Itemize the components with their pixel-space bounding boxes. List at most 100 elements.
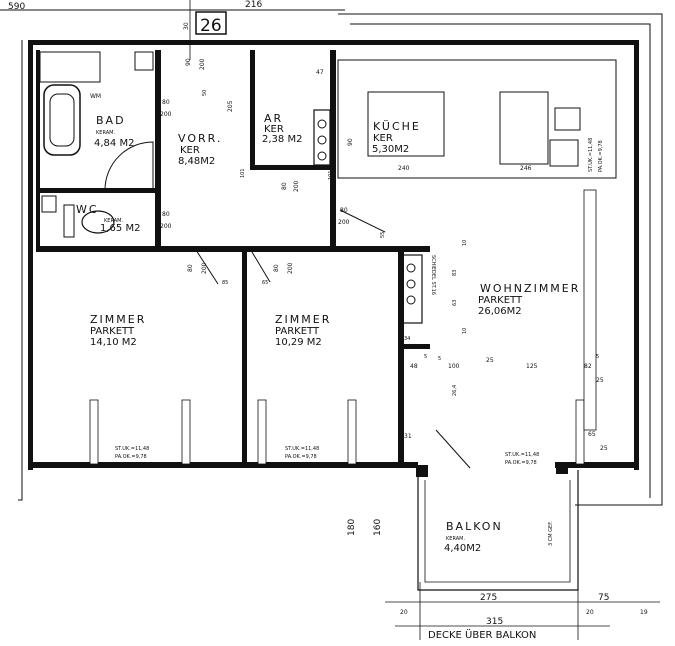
dim-90a: 90	[185, 58, 192, 66]
dim-160: 160	[373, 519, 383, 536]
dim-26-4: 26,4	[452, 385, 458, 396]
dim-101a: 101	[240, 168, 246, 178]
dim-590: 590	[8, 2, 25, 12]
outer-line-2	[350, 23, 651, 498]
dim-31: 31	[404, 433, 412, 440]
dim-85: 85	[222, 280, 228, 286]
dim-246: 246	[520, 165, 532, 172]
wall-bottom-right	[555, 462, 639, 468]
wall-zimmer-divider	[242, 252, 247, 462]
room-name-kueche: KÜCHE	[373, 120, 421, 133]
dim-200d: 200	[160, 223, 172, 230]
dim-125: 125	[526, 363, 538, 370]
pa-ok-note-4: PA.OK.=9,78	[598, 140, 604, 172]
schiedel-label: SCHIEDEL ST.16	[430, 255, 436, 295]
room-area-wohnzimmer: 26,06M2	[478, 306, 522, 317]
dim-80a: 80	[162, 99, 170, 106]
dim-65: 65	[262, 280, 268, 286]
room-name-zimmer1: ZIMMER	[90, 313, 146, 326]
door-zimmer2-swing	[251, 251, 271, 283]
window-zimmer1-left	[89, 399, 99, 465]
room-floor-kueche: KER	[373, 133, 393, 144]
balcony-post-right	[556, 462, 568, 474]
decke-label: DECKE ÜBER BALKON	[428, 628, 536, 641]
flue-2	[317, 135, 327, 145]
wall-ar-left	[250, 50, 255, 170]
dim-48: 48	[410, 363, 418, 370]
wall-bad-left	[36, 50, 40, 248]
wall-kitchen-left	[330, 50, 336, 250]
door-zimmer1-swing	[195, 249, 219, 285]
room-area-ar: 2,38 M2	[262, 134, 302, 145]
dim-100: 100	[448, 363, 460, 370]
window-zimmer1-right	[181, 399, 191, 465]
window-wohn-right	[583, 189, 597, 431]
wc-cistern	[63, 204, 75, 238]
wm-label: WM	[90, 93, 101, 100]
wall-bad-right	[155, 50, 161, 250]
dim-5a: 5	[424, 354, 427, 360]
wall-left	[28, 40, 33, 470]
dim-50: 50	[202, 90, 208, 96]
dim-80d: 80	[340, 207, 348, 214]
bad-washbasin	[134, 51, 154, 71]
kitchen-fridge	[499, 91, 549, 165]
dim-200a: 200	[199, 58, 206, 70]
room-area-bad: 4,84 M2	[94, 138, 134, 149]
balcony-inner	[424, 480, 571, 583]
wall-chimney-top	[400, 246, 430, 252]
room-area-zimmer1: 14,10 M2	[90, 337, 137, 348]
washing-machine-area	[39, 51, 101, 83]
dim-80f: 80	[273, 264, 280, 272]
dim-5c: 5	[596, 354, 599, 360]
flue-1	[317, 119, 327, 129]
dim-10b: 10	[462, 328, 468, 334]
wall-bad-wc	[36, 188, 158, 193]
dim-80c: 80	[162, 211, 170, 218]
room-floor-ar: KER	[264, 124, 284, 135]
dim-275: 275	[480, 593, 497, 603]
left-outer-line	[18, 40, 23, 501]
pa-ok-note-3: PA.OK.=9,78	[505, 460, 537, 466]
dim-30: 30	[183, 22, 190, 30]
room-floor-bad: KERAM.	[96, 130, 115, 136]
dim-200g: 200	[287, 262, 294, 274]
dim-180: 180	[347, 519, 357, 536]
flue-3	[317, 151, 327, 161]
wall-top	[28, 40, 638, 45]
schiedel-flue-2	[406, 279, 416, 289]
dim-200e: 200	[338, 219, 350, 226]
st-uk-note-3: ST.UK.=11,48	[505, 452, 539, 458]
kitchen-stove	[549, 139, 579, 167]
room-area-kueche: 5,30M2	[372, 144, 409, 155]
door-balkon-swing	[435, 429, 471, 469]
wall-bottom-left	[28, 462, 418, 468]
dim-20b: 20	[586, 609, 594, 616]
kitchen-table	[367, 91, 445, 157]
bathtub-inner	[49, 93, 75, 147]
pa-ok-note-2: PA.OK.=9,78	[285, 454, 317, 460]
dim-80b: 80	[281, 182, 288, 190]
dim-55: 55	[380, 232, 386, 238]
kitchen-counter	[337, 59, 617, 179]
room-floor-balkon: KERAM.	[446, 536, 465, 542]
dim-200f: 200	[201, 262, 208, 274]
dim-25c: 25	[600, 445, 608, 452]
dim-63: 63	[452, 300, 458, 306]
unit-number: 26	[200, 16, 222, 36]
door-wohn-swing	[339, 209, 386, 233]
room-floor-wc: KERAM.	[104, 218, 123, 224]
balcony-outline	[417, 470, 579, 591]
room-area-wc: 1,65 M2	[100, 223, 140, 234]
dim-315: 315	[486, 617, 503, 627]
room-name-bad: BAD	[96, 114, 126, 127]
wc-toilet	[81, 210, 115, 234]
st-uk-note-2: ST.UK.=11,48	[285, 446, 319, 452]
dim-34: 34	[404, 336, 410, 342]
dim-25b: 25	[596, 377, 604, 384]
dim-101b: 101	[328, 170, 334, 180]
gefaelle-label: 3 CM GEF.	[548, 521, 554, 546]
dim-90b: 90	[347, 138, 354, 146]
dim-216: 216	[245, 0, 262, 10]
dim-65b: 65	[588, 431, 596, 438]
